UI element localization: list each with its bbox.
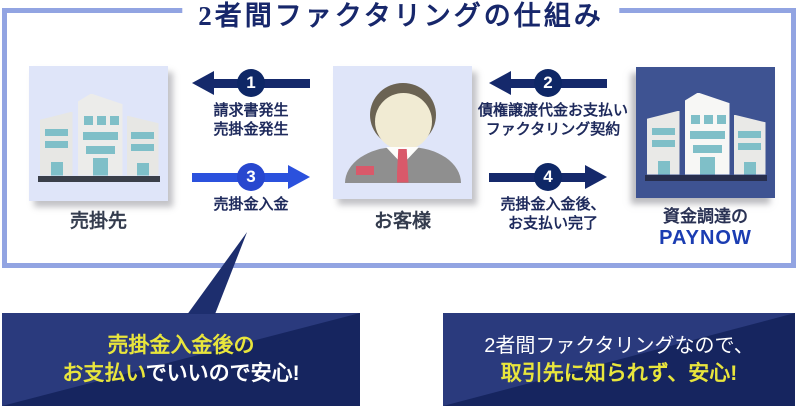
flow-number-badge: 4 [534, 163, 562, 191]
window-square [83, 115, 93, 125]
callout-right-box: 2者間ファクタリングなので、 取引先に知られず、安心! [443, 313, 795, 406]
flow-text-line: お支払い完了 [507, 215, 598, 232]
flow-number-badge: 3 [237, 163, 265, 191]
callout-left-line2-highlight: お支払い [62, 361, 146, 385]
flow-text-line: 請求書発生 [213, 102, 289, 119]
flow-text-line: 売掛金発生 [213, 121, 289, 138]
paynow-label: 資金調達の PAYNOW [621, 207, 790, 250]
arrow-head-left-icon [192, 71, 214, 95]
window-square [716, 114, 726, 124]
callout-right-line1: 2者間ファクタリングなので、 [484, 334, 754, 357]
arrow-head-right-icon [288, 165, 310, 189]
diagram-title: 2者間ファクタリングの仕組み [182, 0, 620, 32]
window-bar [651, 127, 675, 135]
window-square [109, 115, 119, 125]
door [657, 160, 670, 175]
flow-number-badge: 2 [534, 69, 562, 97]
flow-arrow-1: 1 [192, 69, 310, 97]
arrow-head-right-icon [585, 165, 607, 189]
flow-arrow-3: 3 [192, 163, 310, 191]
flow-text-1: 請求書発生 売掛金発生 [176, 101, 326, 139]
window-bar [689, 130, 725, 139]
door [92, 157, 108, 176]
window-bar [44, 140, 68, 148]
window-bar [651, 139, 675, 147]
door [699, 156, 715, 175]
building-center [684, 92, 730, 175]
flow-text-line: 売掛金入金 [213, 196, 289, 213]
window-square [703, 114, 713, 124]
arrow-head-left-icon [489, 71, 511, 95]
ground-bar [644, 174, 767, 181]
flow-arrow-4: 4 [489, 163, 607, 191]
face [374, 92, 432, 150]
window-square [96, 115, 106, 125]
necktie [396, 148, 409, 183]
window-bar [85, 145, 115, 154]
paynow-buildings-icon [644, 85, 767, 181]
flow-arrow-2: 2 [489, 69, 607, 97]
building-right [733, 114, 766, 175]
window-square [690, 114, 700, 124]
window-bar [130, 131, 154, 139]
door [743, 161, 756, 175]
callout-right-line2: 取引先に知られず、安心! [500, 361, 738, 385]
flow-text-4: 売掛金入金後、 お支払い完了 [471, 195, 635, 233]
flow-text-line: ファクタリング契約 [485, 121, 621, 138]
flow-text-line: 債権譲渡代金お支払い [477, 102, 628, 119]
callout-left-line1: 売掛金入金後の [107, 333, 255, 357]
flow-text-line: 売掛金入金後、 [500, 196, 606, 213]
callout-left-box: 売掛金入金後の お支払いでいいので安心! [2, 313, 360, 406]
businessman-icon [344, 82, 462, 183]
window-bar [737, 142, 761, 150]
window-bar [737, 130, 761, 138]
seller-panel [29, 66, 168, 201]
paynow-label-line2: PAYNOW [659, 227, 752, 249]
building-left [39, 111, 73, 176]
ground-bar [37, 175, 160, 182]
window-bar [692, 144, 722, 153]
paynow-panel [636, 67, 775, 198]
office-buildings-icon [37, 86, 160, 182]
paynow-label-line1: 資金調達の [663, 207, 748, 226]
door [136, 162, 149, 176]
window-bar [44, 128, 68, 136]
customer-panel [333, 66, 472, 199]
seller-label: 売掛先 [69, 211, 127, 232]
callout-left-line2: お支払いでいいので安心! [62, 360, 299, 388]
building-center [77, 93, 123, 176]
flow-number-badge: 1 [237, 69, 265, 97]
window-bar [130, 143, 154, 151]
window-bar [82, 131, 118, 140]
door [50, 161, 63, 176]
flow-text-2: 債権譲渡代金お支払い ファクタリング契約 [471, 101, 635, 139]
callout-left-line2-rest: でいいので安心! [145, 361, 300, 385]
building-right [126, 115, 159, 176]
building-left [646, 110, 680, 175]
flow-text-3: 売掛金入金 [176, 195, 326, 214]
suit-body [344, 146, 461, 183]
customer-label: お客様 [373, 211, 431, 232]
pocket-square [355, 165, 374, 175]
